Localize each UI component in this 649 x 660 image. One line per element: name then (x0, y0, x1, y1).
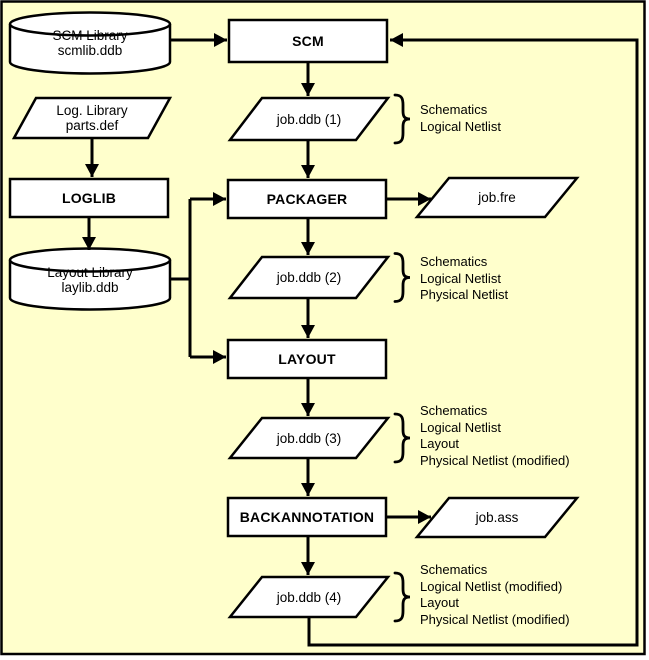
job-ddb-2-shape (227, 255, 391, 300)
brace-icon (393, 571, 411, 623)
loglib-box-shape (8, 177, 170, 219)
scm-box-shape (227, 18, 389, 64)
scm-library-cylinder-top (8, 11, 172, 37)
log-library-shape (11, 96, 173, 140)
job-ddb-1-shape (227, 96, 391, 142)
layout-box-shape (226, 338, 388, 380)
job-ddb-3-shape (227, 416, 391, 460)
arrow-feedback-job-ddb-4-to-scm (307, 33, 639, 647)
brace-icon (393, 412, 411, 464)
layout-library-cylinder-top (8, 247, 172, 273)
brace-icon (393, 93, 411, 145)
brace-icon (393, 252, 411, 303)
backannotation-box-shape (226, 496, 388, 538)
job-ddb-4-shape (227, 575, 391, 619)
scm-library-cylinder-shape (8, 24, 172, 75)
layout-library-cylinder-shape (8, 260, 172, 311)
packager-box-shape (226, 178, 388, 220)
job-ass-shape (414, 496, 580, 539)
